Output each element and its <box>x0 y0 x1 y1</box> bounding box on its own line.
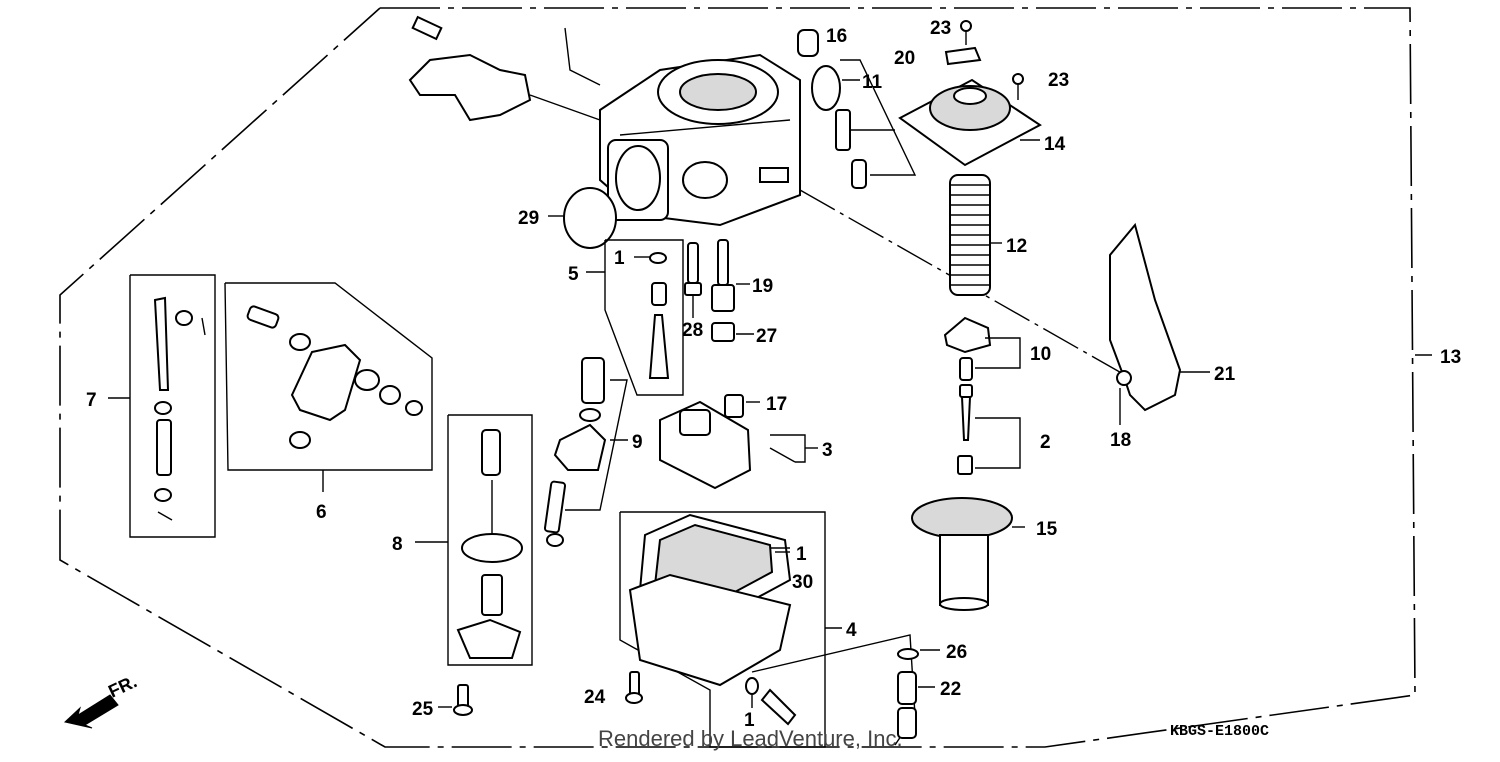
carburetor-body <box>599 53 801 227</box>
float-3 <box>659 394 806 490</box>
accelerator-pump-8 <box>447 414 533 666</box>
callout-5: 5 <box>568 264 579 285</box>
callout-11: 11 <box>862 72 883 93</box>
callout-15: 15 <box>1036 519 1058 540</box>
callout-25: 25 <box>412 699 434 720</box>
callout-13: 13 <box>1440 347 1461 368</box>
callout-27: 27 <box>756 326 777 347</box>
air-screw-set-11 <box>797 29 917 189</box>
callout-21: 21 <box>1214 364 1236 385</box>
spring-12 <box>949 174 991 296</box>
callout-1b: 1 <box>796 544 807 565</box>
callout-2: 2 <box>1040 432 1051 453</box>
callout-1a: 1 <box>614 248 625 269</box>
piston-valve-15 <box>911 497 1013 611</box>
callout-10: 10 <box>1030 344 1051 365</box>
top-cover-14 <box>898 78 1042 167</box>
choke-bracket <box>408 15 601 122</box>
drawing-code: KBGS-E1800C <box>1170 723 1269 740</box>
callout-22: 22 <box>940 679 961 700</box>
callout-3: 3 <box>822 440 833 461</box>
callout-18: 18 <box>1110 430 1131 451</box>
throttle-stop-9 <box>543 357 628 547</box>
callout-7: 7 <box>86 390 97 411</box>
o-ring-29 <box>563 187 617 249</box>
callout-6: 6 <box>316 502 327 523</box>
setting-plate-20 <box>944 20 1024 100</box>
callout-14: 14 <box>1044 134 1066 155</box>
hose-21 <box>1109 222 1182 412</box>
needle-holder-10 <box>943 316 1021 381</box>
callout-29: 29 <box>518 208 539 229</box>
callout-12: 12 <box>1006 236 1027 257</box>
watermark: Rendered by LeadVenture, Inc. <box>598 726 903 751</box>
callout-4: 4 <box>846 620 857 641</box>
jet-set-5 <box>604 239 684 396</box>
float-chamber-4 <box>619 511 826 748</box>
callout-17: 17 <box>766 394 787 415</box>
callout-23a: 23 <box>930 18 951 39</box>
callout-26: 26 <box>946 642 967 663</box>
callout-24: 24 <box>584 687 606 708</box>
choke-link-set-7 <box>129 274 216 538</box>
callout-19: 19 <box>752 276 773 297</box>
callout-30: 30 <box>792 572 813 593</box>
choke-arm-set-6 <box>224 282 433 471</box>
bolt-25 <box>453 684 473 716</box>
callout-20: 20 <box>894 48 915 69</box>
jet-needle-2 <box>957 384 1021 475</box>
bolt-24 <box>625 671 643 704</box>
callout-9: 9 <box>632 432 643 453</box>
callout-16: 16 <box>826 26 847 47</box>
drain-screw <box>745 677 797 726</box>
callout-28: 28 <box>682 320 703 341</box>
front-direction-arrow <box>63 694 119 729</box>
callout-8: 8 <box>392 534 403 555</box>
clip-and-tube-26-22 <box>897 648 919 739</box>
callout-1c: 1 <box>744 710 755 731</box>
callout-23b: 23 <box>1048 70 1069 91</box>
jets-28-19-27 <box>684 239 735 342</box>
